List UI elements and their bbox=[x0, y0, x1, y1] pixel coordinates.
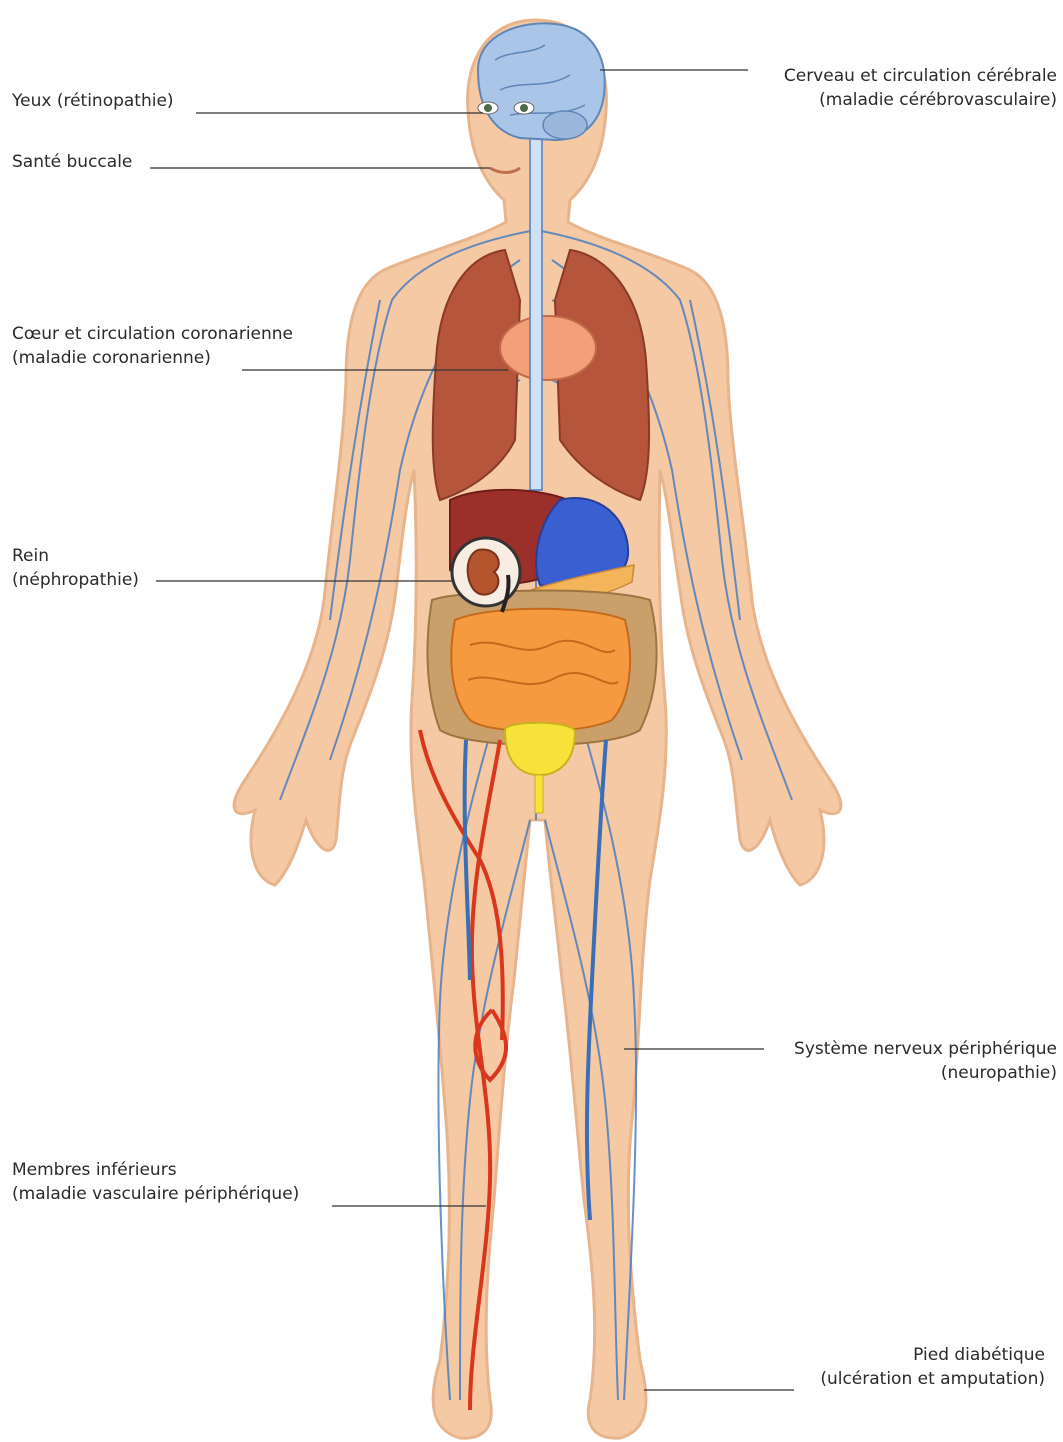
brain bbox=[478, 23, 605, 140]
label-brain-line1: Cerveau et circulation cérébrale bbox=[784, 64, 1057, 88]
spinal-cord bbox=[530, 110, 542, 490]
label-legs: Membres inférieurs (maladie vasculaire p… bbox=[12, 1158, 299, 1206]
label-eyes-line1: Yeux (rétinopathie) bbox=[12, 89, 174, 113]
label-brain-line2: (maladie cérébrovasculaire) bbox=[784, 88, 1057, 112]
label-brain: Cerveau et circulation cérébrale (maladi… bbox=[784, 64, 1057, 112]
label-mouth: Santé buccale bbox=[12, 150, 132, 174]
label-nerves-line1: Système nerveux périphérique bbox=[794, 1037, 1057, 1061]
label-heart-line2: (maladie coronarienne) bbox=[12, 346, 293, 370]
heart bbox=[500, 316, 596, 380]
label-eyes: Yeux (rétinopathie) bbox=[12, 89, 174, 113]
label-kidney-line2: (néphropathie) bbox=[12, 568, 139, 592]
label-legs-line1: Membres inférieurs bbox=[12, 1158, 299, 1182]
label-nerves: Système nerveux périphérique (neuropathi… bbox=[794, 1037, 1057, 1085]
label-kidney: Rein (néphropathie) bbox=[12, 544, 139, 592]
label-legs-line2: (maladie vasculaire périphérique) bbox=[12, 1182, 299, 1206]
label-heart-line1: Cœur et circulation coronarienne bbox=[12, 322, 293, 346]
label-heart: Cœur et circulation coronarienne (maladi… bbox=[12, 322, 293, 370]
label-nerves-line2: (neuropathie) bbox=[794, 1061, 1057, 1085]
label-kidney-line1: Rein bbox=[12, 544, 139, 568]
label-foot-line1: Pied diabétique bbox=[820, 1343, 1045, 1367]
label-foot-line2: (ulcération et amputation) bbox=[820, 1367, 1045, 1391]
label-mouth-line1: Santé buccale bbox=[12, 150, 132, 174]
label-foot: Pied diabétique (ulcération et amputatio… bbox=[820, 1343, 1045, 1391]
small-intestine bbox=[451, 609, 630, 732]
